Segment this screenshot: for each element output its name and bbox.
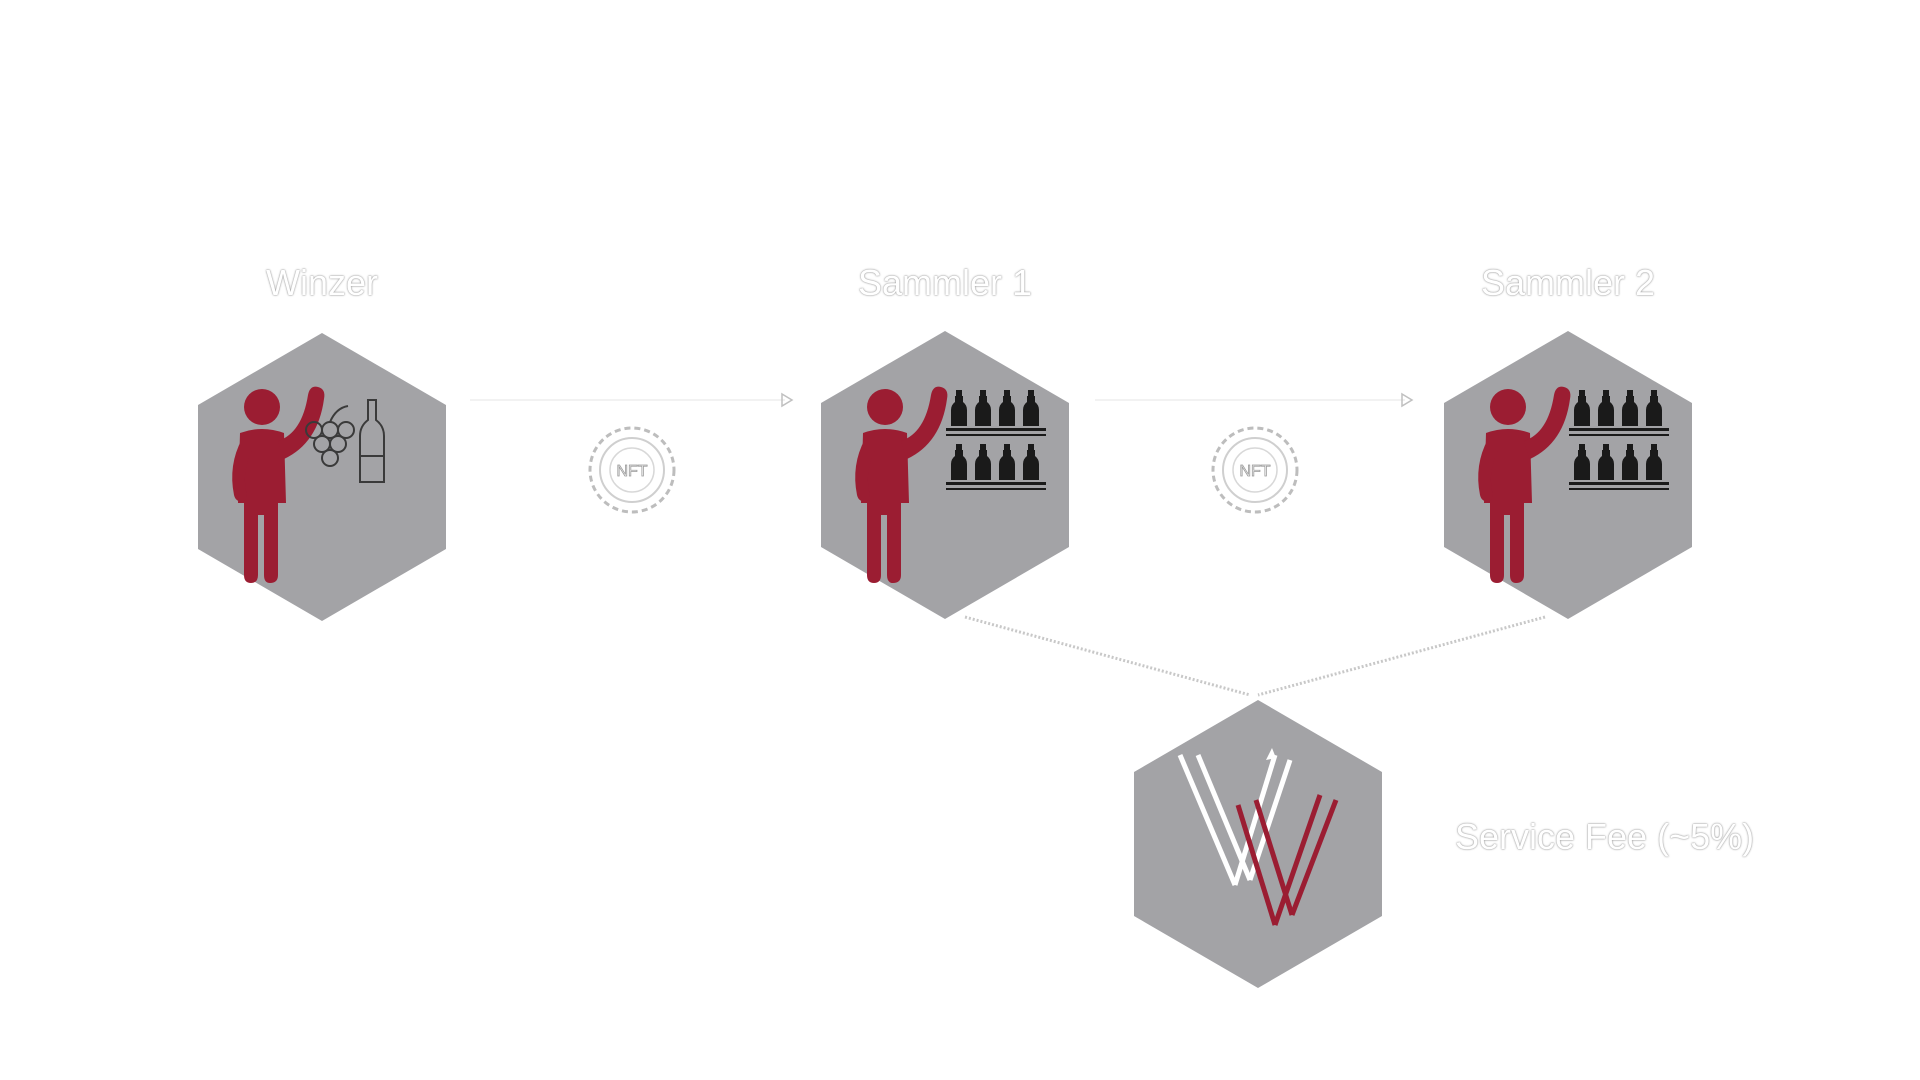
fee-connectors — [964, 615, 1546, 697]
hexagon-shape — [1134, 700, 1382, 988]
grapes-bottle-icon — [305, 399, 385, 483]
node-sammler-2 — [1444, 331, 1692, 619]
nft-token-icon: NFT — [1211, 426, 1299, 514]
node-label-sammler-2: Sammler 2 — [1480, 262, 1656, 303]
service-fee-label: Service Fee (~5%) — [1455, 816, 1755, 857]
node-winzer — [198, 333, 446, 621]
connector-sammler2-fee — [1257, 615, 1546, 697]
transfer-arrow-2 — [1095, 392, 1414, 408]
nft-token-label: NFT — [1239, 463, 1270, 480]
nft-token-label: NFT — [616, 463, 647, 480]
node-sammler-1 — [821, 331, 1069, 619]
node-platform — [1134, 700, 1382, 988]
transfer-arrow-1 — [470, 392, 794, 408]
nft-token-icon: NFT — [588, 426, 676, 514]
node-label-sammler-1: Sammler 1 — [857, 262, 1033, 303]
node-label-winzer: Winzer — [265, 262, 378, 303]
connector-sammler1-fee — [964, 615, 1251, 697]
vinitor-logo-icon — [1177, 748, 1339, 926]
